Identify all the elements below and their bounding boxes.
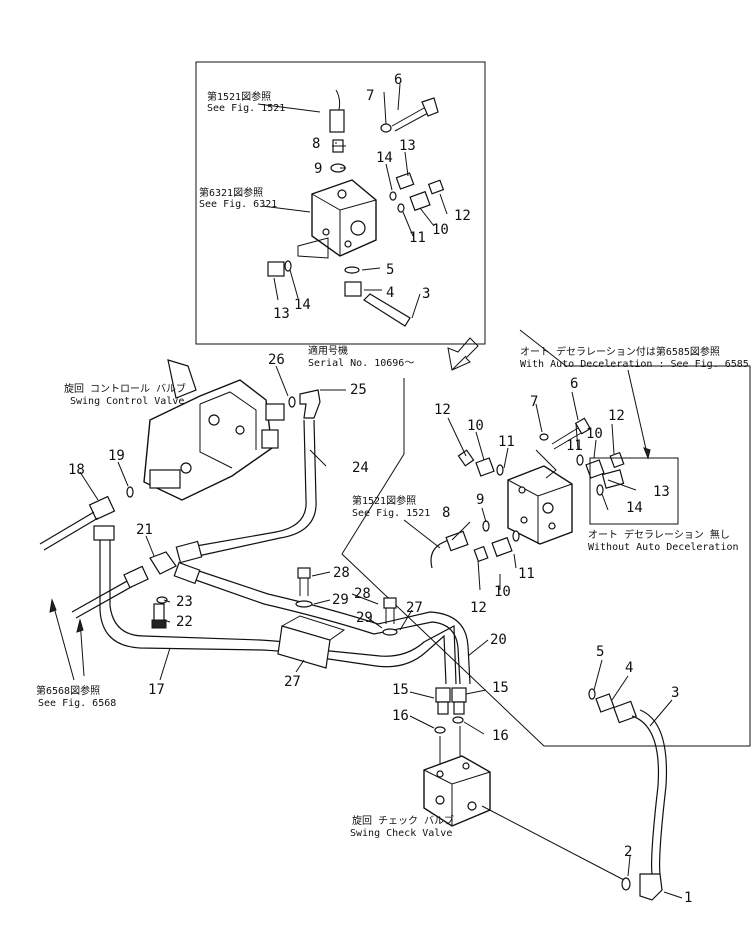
callout-aux-12: 12 [434,402,451,418]
callout-13: 13 [399,138,416,154]
callout-aux-10b: 10 [586,426,603,442]
callout-19: 19 [108,448,125,464]
callout-2: 2 [624,844,632,860]
callout-25: 25 [350,382,367,398]
callout-1: 1 [684,890,692,906]
serial-jp: 適用号機 [308,344,348,357]
callout-20: 20 [490,632,507,648]
callout-27b: 27 [284,674,301,690]
ref-fig6321-jp: 第6321図参照 [199,186,263,199]
callout-28: 28 [333,565,350,581]
callout-aux-7: 7 [530,394,538,410]
ref-fig1521-jp: 第1521図参照 [207,90,271,103]
callout-27: 27 [406,600,423,616]
callout-aux-11b: 11 [566,438,583,454]
callout-aux-10: 10 [467,418,484,434]
callout-11: 11 [409,230,426,246]
callout-aux-13: 13 [653,484,670,500]
detail-inset-frame [195,61,486,345]
callout-28b: 28 [354,586,371,602]
callout-aux-6: 6 [570,376,578,392]
callout-16: 16 [392,708,409,724]
aux-valve-block [507,465,573,545]
valve-block [311,179,377,257]
callout-6: 6 [394,72,402,88]
callout-aux-14: 14 [626,500,643,516]
callout-7: 7 [366,88,374,104]
arrow-icon [447,337,479,371]
detail-inset: 6 7 8 9 13 14 12 10 11 5 4 3 14 13 第1521… [195,61,486,345]
ref-no-decel-jp: オート デセラレーション 無し [588,528,730,541]
auto-decel-box [589,457,679,525]
hose-20 [189,577,461,685]
callout-aux-11c: 11 [518,566,535,582]
callout-22: 22 [176,614,193,630]
serial-en: Serial No. 10696～ [308,358,414,369]
callout-15: 15 [392,682,409,698]
ref-auto-decel-jp: オート デセラレーション付は第6585図参照 [520,345,720,358]
ref-no-decel-en: Without Auto Deceleration [588,542,739,553]
callout-aux-5: 5 [596,644,604,660]
ref-aux1521-en: See Fig. 1521 [352,508,430,519]
ref-check-jp: 旋回 チェック バルブ [352,814,454,827]
ref-swing-cv-en: Swing Control Valve [70,396,184,407]
callout-13b: 13 [273,306,290,322]
ref-auto-decel-en: With Auto Deceleration : See Fig. 6585 [520,359,749,370]
hose-24 [195,419,307,547]
aux-boundary [341,329,751,747]
ref-fig6321-en: See Fig. 6321 [199,199,277,210]
callout-18: 18 [68,462,85,478]
fitting-part [329,109,345,133]
callout-8: 8 [312,136,320,152]
callout-23: 23 [176,594,193,610]
callout-29b: 29 [356,610,373,626]
callout-aux-11: 11 [498,434,515,450]
callout-16b: 16 [492,728,509,744]
callout-14b: 14 [294,297,311,313]
callout-9: 9 [314,161,322,177]
callout-12: 12 [454,208,471,224]
ref-aux1521-jp: 第1521図参照 [352,494,416,507]
callout-aux-8: 8 [442,505,450,521]
callout-aux-4: 4 [625,660,633,676]
ref-fig6568-jp: 第6568図参照 [36,684,100,697]
callout-21: 21 [136,522,153,538]
callout-4: 4 [386,285,394,301]
callout-15b: 15 [492,680,509,696]
callout-26: 26 [268,352,285,368]
swing-control-valve [143,359,285,501]
callout-10: 10 [432,222,449,238]
ref-fig6568-en: See Fig. 6568 [38,698,116,709]
callout-aux-3: 3 [671,685,679,701]
elbow-fitting [639,873,663,901]
ref-check-en: Swing Check Valve [350,828,452,839]
callout-aux-12c: 12 [470,600,487,616]
hose-3 [631,715,660,875]
clamp [277,625,331,669]
callout-17: 17 [148,682,165,698]
callout-14: 14 [376,150,393,166]
callout-aux-10c: 10 [494,584,511,600]
ref-fig1521-en: See Fig. 1521 [207,103,285,114]
callout-24: 24 [352,460,369,476]
callout-aux-12b: 12 [608,408,625,424]
callout-5: 5 [386,262,394,278]
hose-3-detail [363,293,411,327]
callout-29: 29 [332,592,349,608]
ref-swing-cv-jp: 旋回 コントロール バルブ [64,382,186,395]
callout-3: 3 [422,286,430,302]
callout-aux-9: 9 [476,492,484,508]
